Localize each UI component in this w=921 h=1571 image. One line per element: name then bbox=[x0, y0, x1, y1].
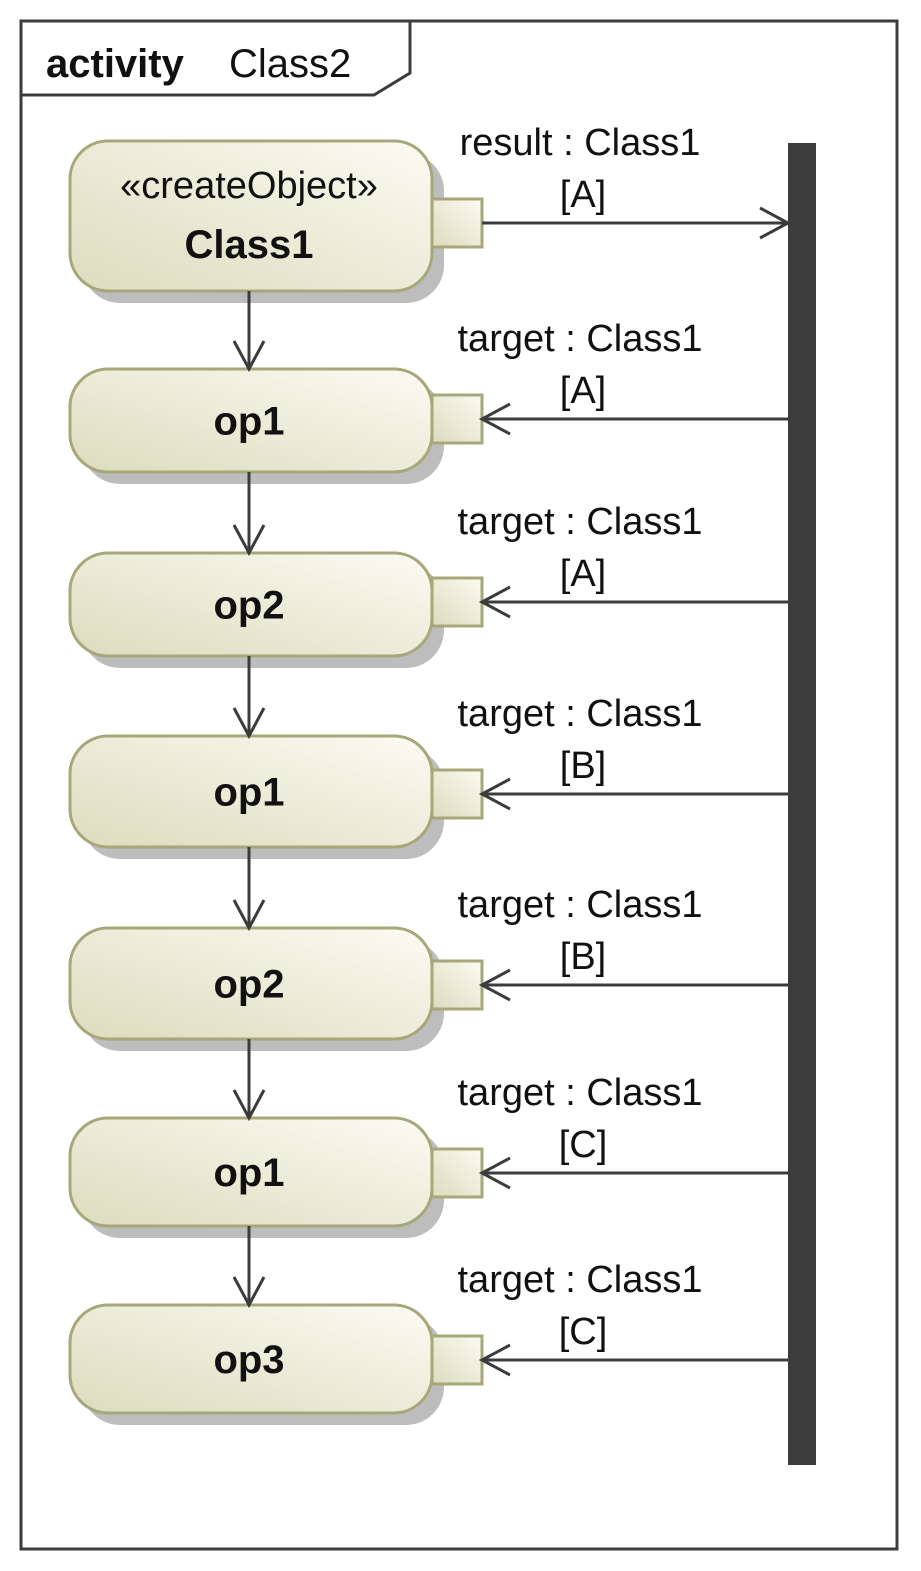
action-name: op3 bbox=[213, 1338, 284, 1382]
pin-label: target : Class1 bbox=[458, 1072, 703, 1114]
frame-keyword: activity bbox=[46, 42, 185, 86]
action-node-3: op2 target : Class1 [A] bbox=[68, 501, 788, 668]
pin-state: [B] bbox=[560, 745, 606, 787]
pin-label: target : Class1 bbox=[458, 318, 703, 360]
control-flow-arrowhead bbox=[232, 707, 266, 740]
control-flow-arrowhead bbox=[232, 524, 266, 557]
pin-state: [A] bbox=[560, 553, 606, 595]
object-flow-arrowhead bbox=[478, 1343, 511, 1377]
output-pin bbox=[430, 197, 484, 249]
control-flow-3 bbox=[232, 656, 266, 740]
frame-name: Class2 bbox=[229, 42, 351, 86]
action-name: op1 bbox=[213, 1151, 284, 1195]
input-pin bbox=[430, 959, 484, 1011]
control-flow-5 bbox=[232, 1039, 266, 1122]
object-flow-arrowhead bbox=[478, 968, 511, 1002]
action-stereotype: «createObject» bbox=[120, 165, 378, 207]
action-body bbox=[68, 139, 434, 293]
object-flow-arrowhead bbox=[478, 1156, 511, 1190]
control-flow-6 bbox=[232, 1226, 266, 1309]
control-flow-1 bbox=[232, 291, 266, 373]
pin-state: [B] bbox=[560, 936, 606, 978]
input-pin bbox=[430, 576, 484, 628]
pin-label: result : Class1 bbox=[460, 122, 701, 164]
pin-label: target : Class1 bbox=[458, 693, 703, 735]
object-flow-arrowhead bbox=[478, 402, 511, 436]
pin-state: [A] bbox=[560, 370, 606, 412]
input-pin bbox=[430, 393, 484, 445]
object-flow-arrowhead bbox=[478, 585, 511, 619]
pin-label: target : Class1 bbox=[458, 884, 703, 926]
input-pin bbox=[430, 768, 484, 820]
frame-border bbox=[19, 19, 899, 1551]
frame-name-tab bbox=[21, 21, 412, 97]
action-name: op2 bbox=[213, 584, 284, 628]
action-name: op1 bbox=[213, 771, 284, 815]
object-flow-arrowhead bbox=[478, 777, 511, 811]
pin-label: target : Class1 bbox=[458, 1259, 703, 1301]
pin-state: [A] bbox=[560, 174, 606, 216]
input-pin bbox=[430, 1334, 484, 1386]
control-flow-arrowhead bbox=[232, 1276, 266, 1309]
pin-state: [C] bbox=[559, 1311, 608, 1353]
object-flow-arrowhead bbox=[759, 206, 792, 240]
action-node-2: op1 target : Class1 [A] bbox=[68, 318, 788, 484]
input-pin bbox=[430, 1147, 484, 1199]
action-node-4: op1 target : Class1 [B] bbox=[68, 693, 788, 859]
pin-label: target : Class1 bbox=[458, 501, 703, 543]
pin-state: [C] bbox=[559, 1124, 608, 1166]
control-flow-4 bbox=[232, 847, 266, 932]
activity-frame: activity Class2 bbox=[19, 19, 899, 1551]
action-name: Class1 bbox=[185, 223, 314, 267]
fork-bar bbox=[788, 143, 816, 1465]
action-node-7: op3 target : Class1 [C] bbox=[68, 1259, 788, 1425]
control-flow-2 bbox=[232, 472, 266, 557]
action-name: op1 bbox=[213, 400, 284, 444]
control-flow-arrowhead bbox=[232, 1089, 266, 1122]
action-node-1: «createObject» Class1 result : Class1 [A] bbox=[68, 122, 792, 303]
action-node-5: op2 target : Class1 [B] bbox=[68, 884, 788, 1051]
action-node-6: op1 target : Class1 [C] bbox=[68, 1072, 788, 1238]
action-name: op2 bbox=[213, 963, 284, 1007]
control-flow-arrowhead bbox=[232, 340, 266, 373]
control-flow-arrowhead bbox=[232, 899, 266, 932]
